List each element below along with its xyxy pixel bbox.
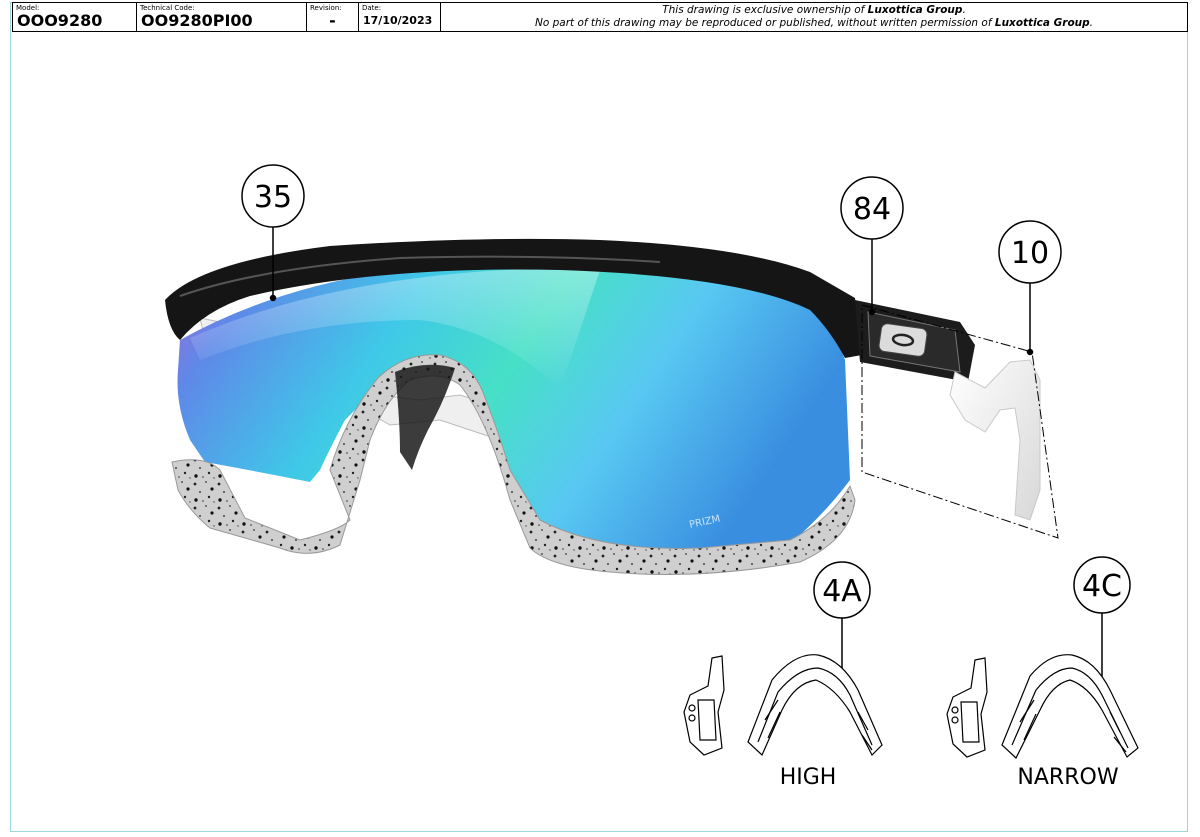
nosepad-narrow-front <box>1001 654 1139 759</box>
svg-text:4A: 4A <box>822 574 862 609</box>
temple-logo-block <box>855 300 975 382</box>
nosepad-narrow-side <box>946 657 988 758</box>
date-label: Date: <box>362 4 382 12</box>
callout-4a: 4A <box>813 561 871 619</box>
model-value: OOO9280 <box>17 11 103 30</box>
svg-text:4C: 4C <box>1082 569 1122 604</box>
technical-code-cell: Technical Code: OO9280PI00 <box>137 3 307 31</box>
lower-frame-speckle <box>171 354 856 575</box>
revision-label: Revision: <box>310 4 342 12</box>
ownership-notice: This drawing is exclusive ownership of L… <box>441 3 1187 31</box>
model-cell: Model: OOO9280 <box>13 3 137 31</box>
nosepad-high-front <box>747 654 883 757</box>
leader-lines <box>269 220 1106 694</box>
svg-text:10: 10 <box>1011 236 1049 271</box>
notice-line-2: No part of this drawing may be reproduce… <box>534 17 1093 29</box>
callout-84: 84 <box>840 176 904 240</box>
technical-code-value: OO9280PI00 <box>141 11 253 30</box>
nosepad-high-side <box>683 655 725 756</box>
callout-10: 10 <box>998 220 1062 284</box>
technical-code-label: Technical Code: <box>140 4 195 12</box>
logo-icon <box>891 333 915 347</box>
date-value: 17/10/2023 <box>363 14 433 27</box>
date-cell: Date: 17/10/2023 <box>359 3 441 31</box>
label-high: HIGH <box>780 765 837 790</box>
label-narrow: NARROW <box>1017 765 1118 790</box>
frame-brow <box>165 238 862 358</box>
notice-line-1: This drawing is exclusive ownership of L… <box>662 4 966 16</box>
lens: PRIZM <box>177 262 850 562</box>
callout-4c: 4C <box>1073 556 1131 614</box>
right-temple <box>949 359 1041 521</box>
svg-text:35: 35 <box>254 180 292 215</box>
assembly-box <box>861 304 1059 539</box>
revision-cell: Revision: - <box>307 3 359 31</box>
revision-value: - <box>329 11 336 30</box>
callout-35: 35 <box>241 164 305 228</box>
svg-text:84: 84 <box>853 192 891 227</box>
title-block: Model: OOO9280 Technical Code: OO9280PI0… <box>12 2 1188 32</box>
model-label: Model: <box>16 4 40 12</box>
